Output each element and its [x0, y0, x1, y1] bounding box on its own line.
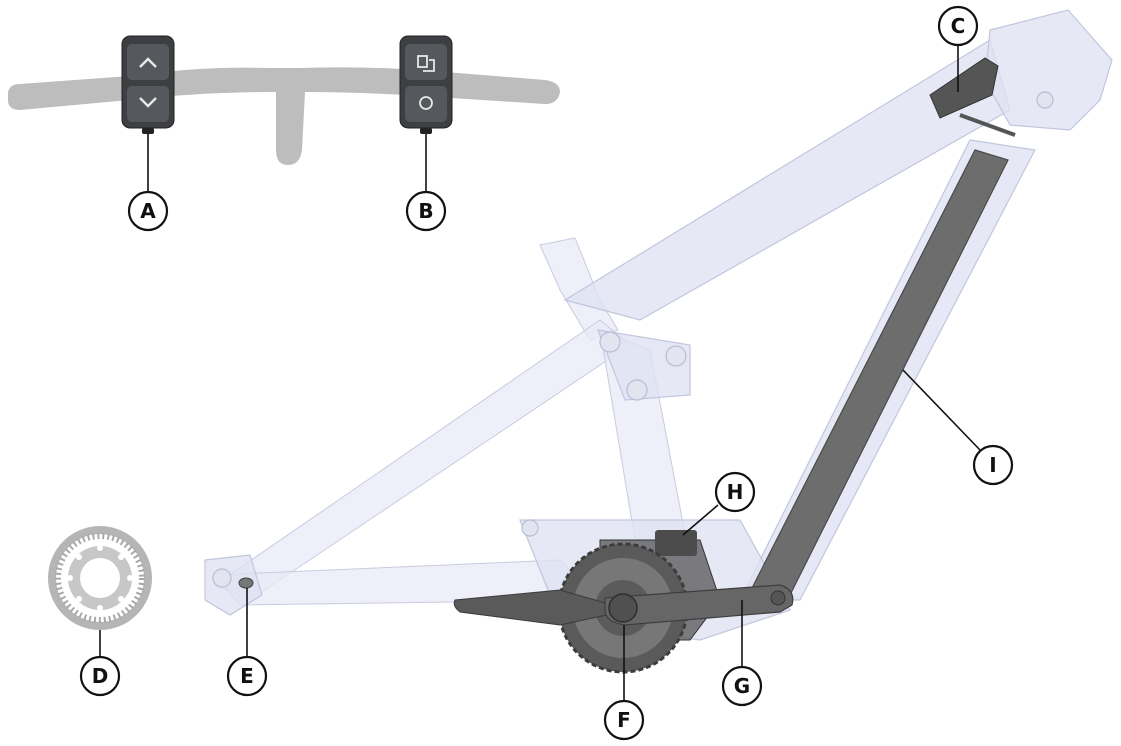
- left-remote: [121, 35, 175, 134]
- mode-toggle-icon: [417, 55, 435, 72]
- chevron-down-icon: [139, 97, 157, 108]
- callout-e-label: E: [240, 664, 254, 688]
- callout-a-label: A: [140, 199, 156, 223]
- callout-a: A: [127, 190, 169, 232]
- display-unit: [929, 57, 1016, 137]
- callout-f-label: F: [617, 708, 631, 732]
- right-remote: [399, 35, 453, 134]
- callout-b-label: B: [418, 199, 433, 223]
- chevron-up-icon: [139, 57, 157, 68]
- leader-h: [682, 504, 719, 536]
- callout-f: F: [603, 699, 645, 741]
- callout-h-label: H: [727, 480, 744, 504]
- crank-arms: [453, 584, 794, 626]
- power-circle-icon: [419, 96, 433, 110]
- callout-e: E: [226, 655, 268, 697]
- speed-sensor: [238, 577, 254, 589]
- callout-h: H: [714, 471, 756, 513]
- handlebar: [8, 67, 560, 165]
- callout-d: D: [79, 655, 121, 697]
- callout-g: G: [721, 665, 763, 707]
- callout-c: C: [937, 5, 979, 47]
- speed-sensor-disc: [48, 526, 152, 630]
- callout-i: I: [972, 444, 1014, 486]
- callout-d-label: D: [92, 664, 109, 688]
- callout-c-label: C: [951, 14, 966, 38]
- callout-b: B: [405, 190, 447, 232]
- callout-i-label: I: [989, 453, 996, 477]
- callout-g-label: G: [734, 674, 750, 698]
- leader-i: [902, 369, 981, 451]
